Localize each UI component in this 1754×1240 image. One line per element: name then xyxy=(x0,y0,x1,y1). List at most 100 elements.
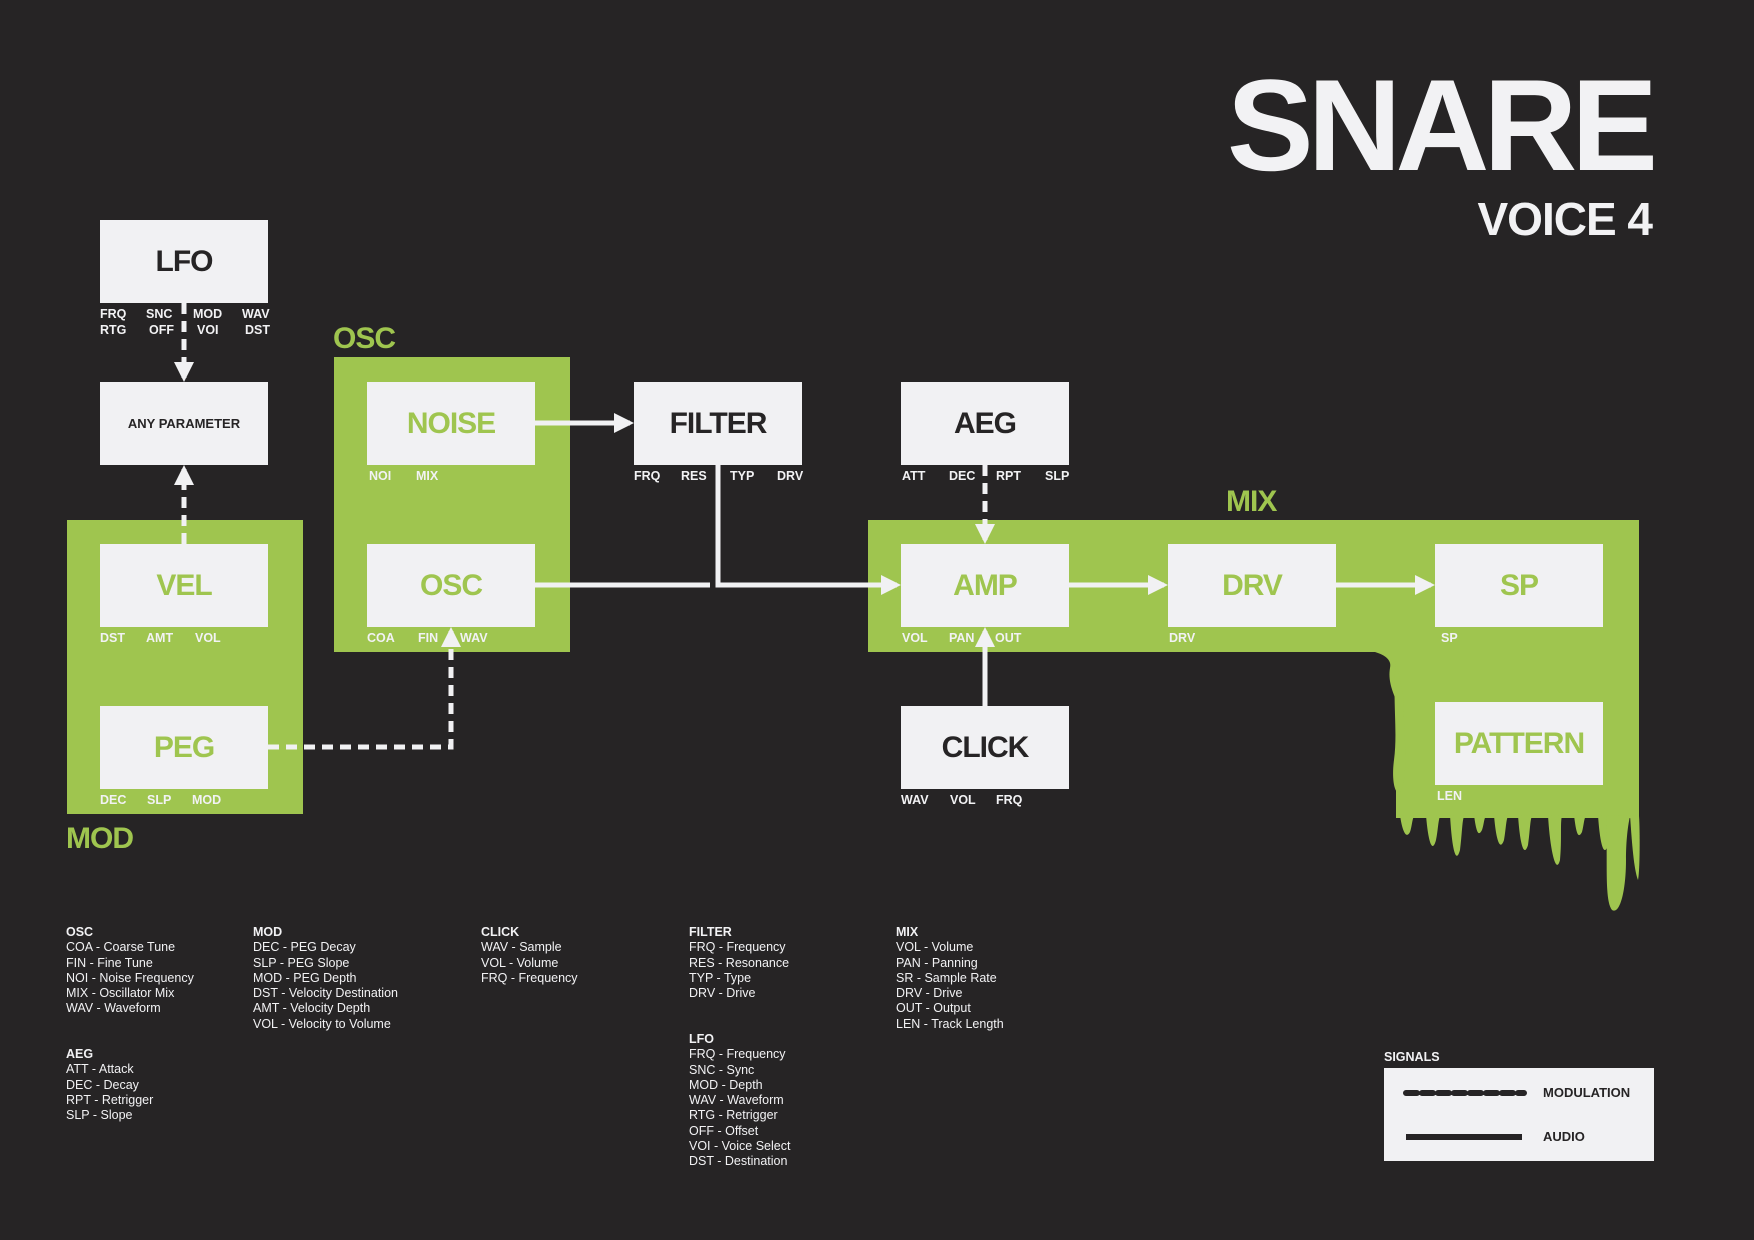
legend-line: VOL - Volume xyxy=(896,940,974,955)
param-label: TYP xyxy=(730,469,755,483)
legend-line: WAV - Waveform xyxy=(689,1093,784,1108)
legend-line: DEC - Decay xyxy=(66,1077,139,1092)
param-label: MOD xyxy=(192,793,222,807)
legend-line: NOI - Noise Frequency xyxy=(66,970,194,985)
drv-params: DRV xyxy=(1169,631,1195,645)
osc-params: COA FIN WAV xyxy=(367,631,488,645)
param-label: DST xyxy=(100,631,125,645)
param-label: MIX xyxy=(416,469,439,483)
legend-lfo: LFO FRQ - Frequency SNC - Sync MOD - Dep… xyxy=(689,1032,790,1170)
any-parameter-box[interactable]: ANY PARAMETER xyxy=(100,382,268,465)
legend-line: MOD - Depth xyxy=(689,1077,763,1092)
osc-region-label: OSC xyxy=(333,322,396,355)
legend-line: FRQ - Frequency xyxy=(481,970,578,985)
legend-line: PAN - Panning xyxy=(896,955,978,970)
osc-box[interactable]: OSC xyxy=(367,544,535,627)
legend-line: FRQ - Frequency xyxy=(689,940,786,955)
lfo-params-row1: FRQ SNC MOD WAV xyxy=(100,307,270,321)
legend-line: SNC - Sync xyxy=(689,1062,755,1077)
legend-line: MOD - PEG Depth xyxy=(253,970,357,985)
param-label: SLP xyxy=(1045,469,1070,483)
param-label: DEC xyxy=(949,469,976,483)
noise-params: NOI MIX xyxy=(369,469,438,483)
vel-box[interactable]: VEL xyxy=(100,544,268,627)
legend-line: AMT - Velocity Depth xyxy=(253,1001,371,1016)
param-label: LEN xyxy=(1437,789,1462,803)
filter-box[interactable]: FILTER xyxy=(634,382,802,465)
param-label: WAV xyxy=(901,793,929,807)
legend-heading: OSC xyxy=(66,925,94,939)
legend-line: ATT - Attack xyxy=(66,1062,134,1077)
aeg-box[interactable]: AEG xyxy=(901,382,1069,465)
legend-mod: MOD DEC - PEG Decay SLP - PEG Slope MOD … xyxy=(253,925,398,1032)
param-label: FRQ xyxy=(634,469,661,483)
legend-line: WAV - Sample xyxy=(481,940,562,955)
legend-mix: MIX VOL - Volume PAN - Panning SR - Samp… xyxy=(896,925,1004,1032)
param-label: DEC xyxy=(100,793,127,807)
legend-click: CLICK WAV - Sample VOL - Volume FRQ - Fr… xyxy=(481,925,578,986)
param-label: DST xyxy=(245,323,270,337)
legend-heading: LFO xyxy=(689,1032,714,1046)
sp-box[interactable]: SP xyxy=(1435,544,1603,627)
param-label: AMT xyxy=(146,631,174,645)
param-label: VOL xyxy=(950,793,976,807)
param-label: DRV xyxy=(1169,631,1196,645)
param-label: COA xyxy=(367,631,395,645)
sp-params: SP xyxy=(1441,631,1458,645)
vel-params: DST AMT VOL xyxy=(100,631,221,645)
legend-line: OFF - Offset xyxy=(689,1123,759,1138)
param-label: DRV xyxy=(777,469,804,483)
signals-legend: MODULATION AUDIO xyxy=(1384,1068,1654,1161)
legend-line: RTG - Retrigger xyxy=(689,1108,778,1123)
signals-title: SIGNALS xyxy=(1384,1050,1440,1064)
legend-line: DRV - Drive xyxy=(689,986,756,1001)
aeg-params: ATT DEC RPT SLP xyxy=(902,469,1069,483)
param-label: VOL xyxy=(195,631,221,645)
param-label: ATT xyxy=(902,469,926,483)
param-label: SNC xyxy=(146,307,173,321)
legend-line: COA - Coarse Tune xyxy=(66,940,176,955)
param-label: RES xyxy=(681,469,707,483)
param-label: RTG xyxy=(100,323,127,337)
peg-params: DEC SLP MOD xyxy=(100,793,221,807)
page-subtitle: VOICE 4 xyxy=(1477,193,1653,245)
click-box[interactable]: CLICK xyxy=(901,706,1069,789)
param-label: SP xyxy=(1441,631,1458,645)
param-label: OFF xyxy=(149,323,174,337)
param-label: FIN xyxy=(418,631,439,645)
mod-region-label: MOD xyxy=(66,822,134,855)
legend-heading: MOD xyxy=(253,925,283,939)
param-label: SLP xyxy=(147,793,172,807)
legend-line: OUT - Output xyxy=(896,1001,971,1016)
legend-heading: AEG xyxy=(66,1047,94,1061)
param-label: RPT xyxy=(996,469,1021,483)
legend-line: FIN - Fine Tune xyxy=(66,955,153,970)
filter-params: FRQ RES TYP DRV xyxy=(634,469,803,483)
legend-osc: OSC COA - Coarse Tune FIN - Fine Tune NO… xyxy=(66,925,194,1017)
legend-line: DST - Destination xyxy=(689,1154,788,1169)
param-label: NOI xyxy=(369,469,392,483)
peg-box[interactable]: PEG xyxy=(100,706,268,789)
lfo-box[interactable]: LFO xyxy=(100,220,268,303)
pattern-params: LEN xyxy=(1437,789,1462,803)
legend-heading: MIX xyxy=(896,925,919,939)
legend-line: VOL - Volume xyxy=(481,955,559,970)
title-block: SNARE VOICE 4 xyxy=(1226,52,1658,245)
legend-filter: FILTER FRQ - Frequency RES - Resonance T… xyxy=(689,925,789,1001)
mix-region-label: MIX xyxy=(1226,485,1277,518)
legend-line: DRV - Drive xyxy=(896,986,963,1001)
amp-box[interactable]: AMP xyxy=(901,544,1069,627)
legend-line: VOI - Voice Select xyxy=(689,1139,791,1154)
param-label: WAV xyxy=(242,307,270,321)
legend-line: RES - Resonance xyxy=(689,955,790,970)
noise-box[interactable]: NOISE xyxy=(367,382,535,465)
modulation-label: MODULATION xyxy=(1543,1085,1631,1100)
amp-params: VOL PAN OUT xyxy=(902,631,1021,645)
page-title: SNARE xyxy=(1226,52,1658,198)
pattern-box[interactable]: PATTERN xyxy=(1435,702,1603,785)
param-label: VOL xyxy=(902,631,928,645)
legend-line: MIX - Oscillator Mix xyxy=(66,986,175,1001)
drv-box[interactable]: DRV xyxy=(1168,544,1336,627)
legend-heading: CLICK xyxy=(481,925,520,939)
